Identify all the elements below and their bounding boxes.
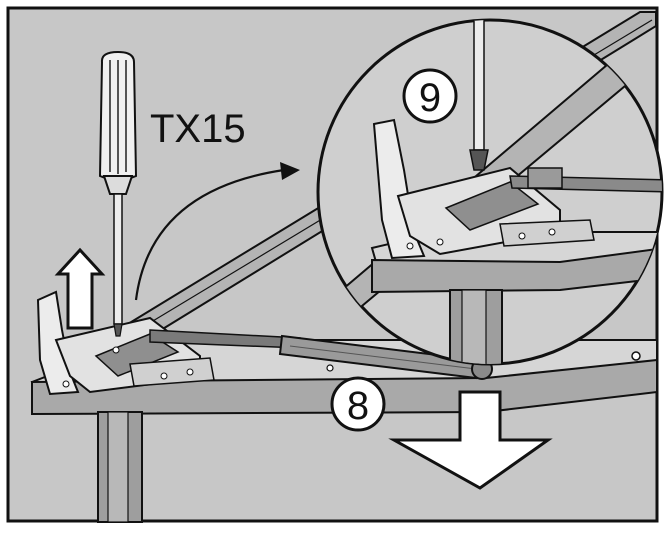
rail-hole (631, 351, 641, 361)
step-number-detail: 9 (419, 76, 441, 120)
step-number-main: 8 (347, 384, 369, 428)
curved-arrow-icon (134, 162, 300, 301)
rail-hole (326, 364, 334, 372)
step-badge-main: 8 (330, 376, 386, 432)
detail-circle (316, 18, 664, 366)
gas-spring (149, 329, 493, 380)
screwdriver-icon (98, 50, 138, 337)
arrow-up-icon (54, 247, 106, 330)
arrow-down-icon (388, 390, 553, 490)
step-badge-detail: 9 (402, 68, 458, 124)
table-leg-inner (107, 411, 129, 523)
tool-label: TX15 (150, 107, 246, 151)
